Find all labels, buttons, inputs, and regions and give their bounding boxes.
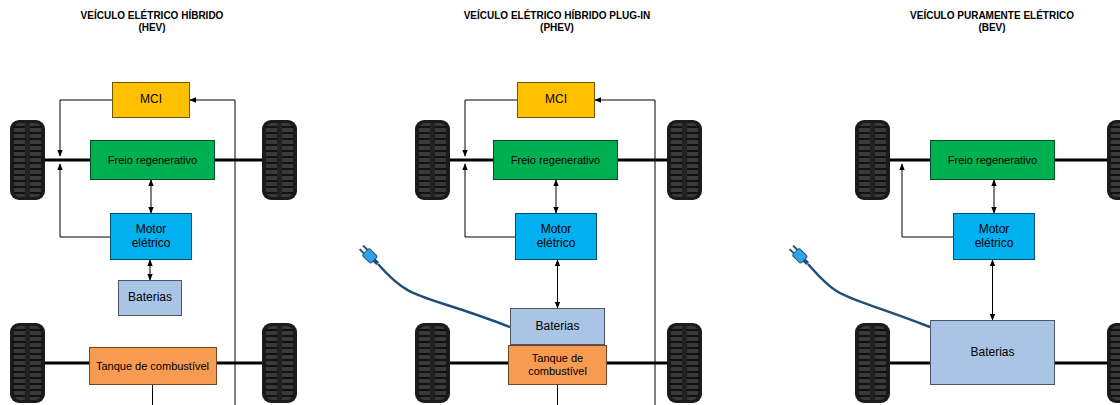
tire — [262, 323, 297, 403]
tire — [415, 323, 450, 403]
energy-flow-arrow — [992, 260, 993, 320]
component-label: MCI — [541, 91, 571, 109]
panel-title: VEÍCULO ELÉTRICO HÍBRIDO PLUG-IN (PHEV) — [456, 10, 658, 34]
component-label: Baterias — [531, 318, 583, 336]
component-label: Baterias — [124, 289, 176, 307]
component-box: Freio regenerativo — [90, 140, 215, 180]
energy-flow-arrow — [557, 260, 558, 308]
energy-flow-arrow — [994, 180, 995, 213]
tire — [10, 120, 45, 200]
component-box: Freio regenerativo — [930, 140, 1055, 180]
charging-plug — [358, 244, 510, 327]
component-label: Motor elétrico — [516, 221, 596, 253]
tire — [10, 323, 45, 403]
component-label: Tanque de combustível — [509, 350, 606, 379]
component-box: MCI — [112, 82, 190, 118]
component-box: Baterias — [930, 320, 1055, 385]
tire — [1107, 323, 1120, 403]
component-label: MCI — [136, 91, 166, 109]
component-box: Motor elétrico — [953, 213, 1035, 260]
tire — [667, 323, 702, 403]
panel-title: VEÍCULO PURAMENTE ELÉTRICO (BEV) — [905, 10, 1080, 34]
component-label: Motor elétrico — [111, 221, 191, 253]
component-box: Baterias — [510, 308, 605, 345]
tire — [855, 120, 890, 200]
component-label: Freio regenerativo — [944, 152, 1041, 169]
component-label: Motor elétrico — [954, 221, 1034, 253]
component-box: Motor elétrico — [515, 213, 597, 260]
tire — [262, 120, 297, 200]
tire — [1107, 120, 1120, 200]
component-box: Motor elétrico — [110, 213, 192, 260]
charging-plug — [788, 244, 930, 327]
charging-cables — [358, 244, 930, 327]
component-label: Baterias — [966, 344, 1018, 362]
component-box: MCI — [517, 82, 595, 118]
wheels — [10, 120, 1120, 403]
drive-arrows — [60, 100, 955, 237]
energy-flow-arrow — [150, 260, 151, 280]
component-box: Freio regenerativo — [493, 140, 618, 180]
component-box: Tanque de combustível — [508, 345, 607, 385]
tire — [415, 120, 450, 200]
component-label: Tanque de combustível — [92, 358, 213, 375]
panel-title: VEÍCULO ELÉTRICO HÍBRIDO (HEV) — [74, 10, 230, 34]
component-box: Baterias — [118, 280, 182, 316]
component-box: Tanque de combustível — [89, 347, 217, 385]
energy-flow-arrow — [556, 180, 557, 213]
component-label: Freio regenerativo — [104, 152, 201, 169]
energy-flow-arrow — [151, 180, 152, 213]
tire — [667, 120, 702, 200]
component-label: Freio regenerativo — [507, 152, 604, 169]
tire — [855, 323, 890, 403]
